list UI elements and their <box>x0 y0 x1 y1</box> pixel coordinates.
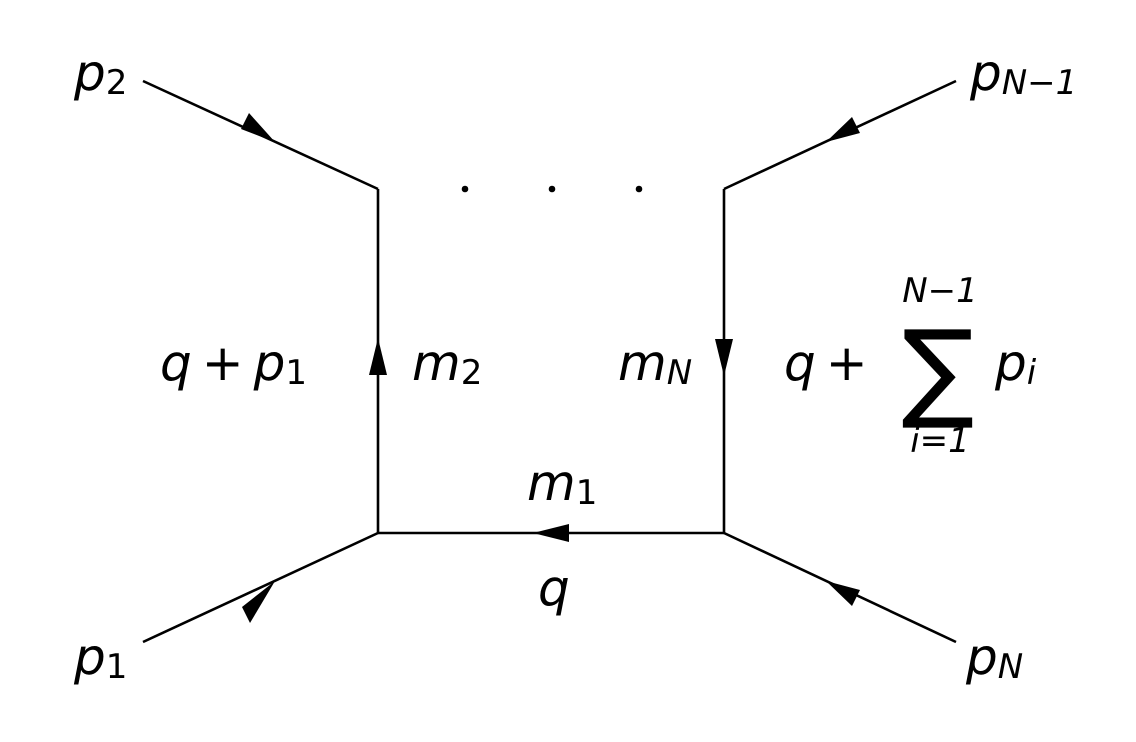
label-right-momentum-p: pi <box>994 334 1037 393</box>
label-mN: mN <box>618 334 692 393</box>
arrow-left-up <box>369 338 387 375</box>
arrow-right-down <box>715 339 733 376</box>
label-m1: m1 <box>527 454 597 513</box>
sum-upper-limit: N−1 <box>902 271 978 311</box>
arrow-bottom-left <box>533 524 569 542</box>
label-p1: p1 <box>73 628 127 687</box>
arrow-leg-pN <box>826 581 860 606</box>
label-left-momentum: q+p1 <box>160 334 307 393</box>
label-right-momentum-q: q+ <box>784 334 868 392</box>
sum-lower-limit: i=1 <box>910 421 970 461</box>
label-pN: pN <box>965 628 1023 687</box>
label-m2: m2 <box>412 334 482 393</box>
sum-symbol: ∑ <box>902 308 975 433</box>
external-leg-p1 <box>142 531 379 644</box>
ellipsis-dot <box>548 185 556 193</box>
label-pN-1: pN−1 <box>969 44 1077 103</box>
ellipsis-dot <box>461 185 469 193</box>
label-bottom-q: q <box>538 559 570 617</box>
label-p2: p2 <box>73 44 127 103</box>
arrow-leg-pN-1 <box>826 117 860 142</box>
arrow-leg-p1 <box>242 581 275 623</box>
arrow-leg-p2 <box>241 113 275 142</box>
ellipsis-dot <box>635 185 643 193</box>
